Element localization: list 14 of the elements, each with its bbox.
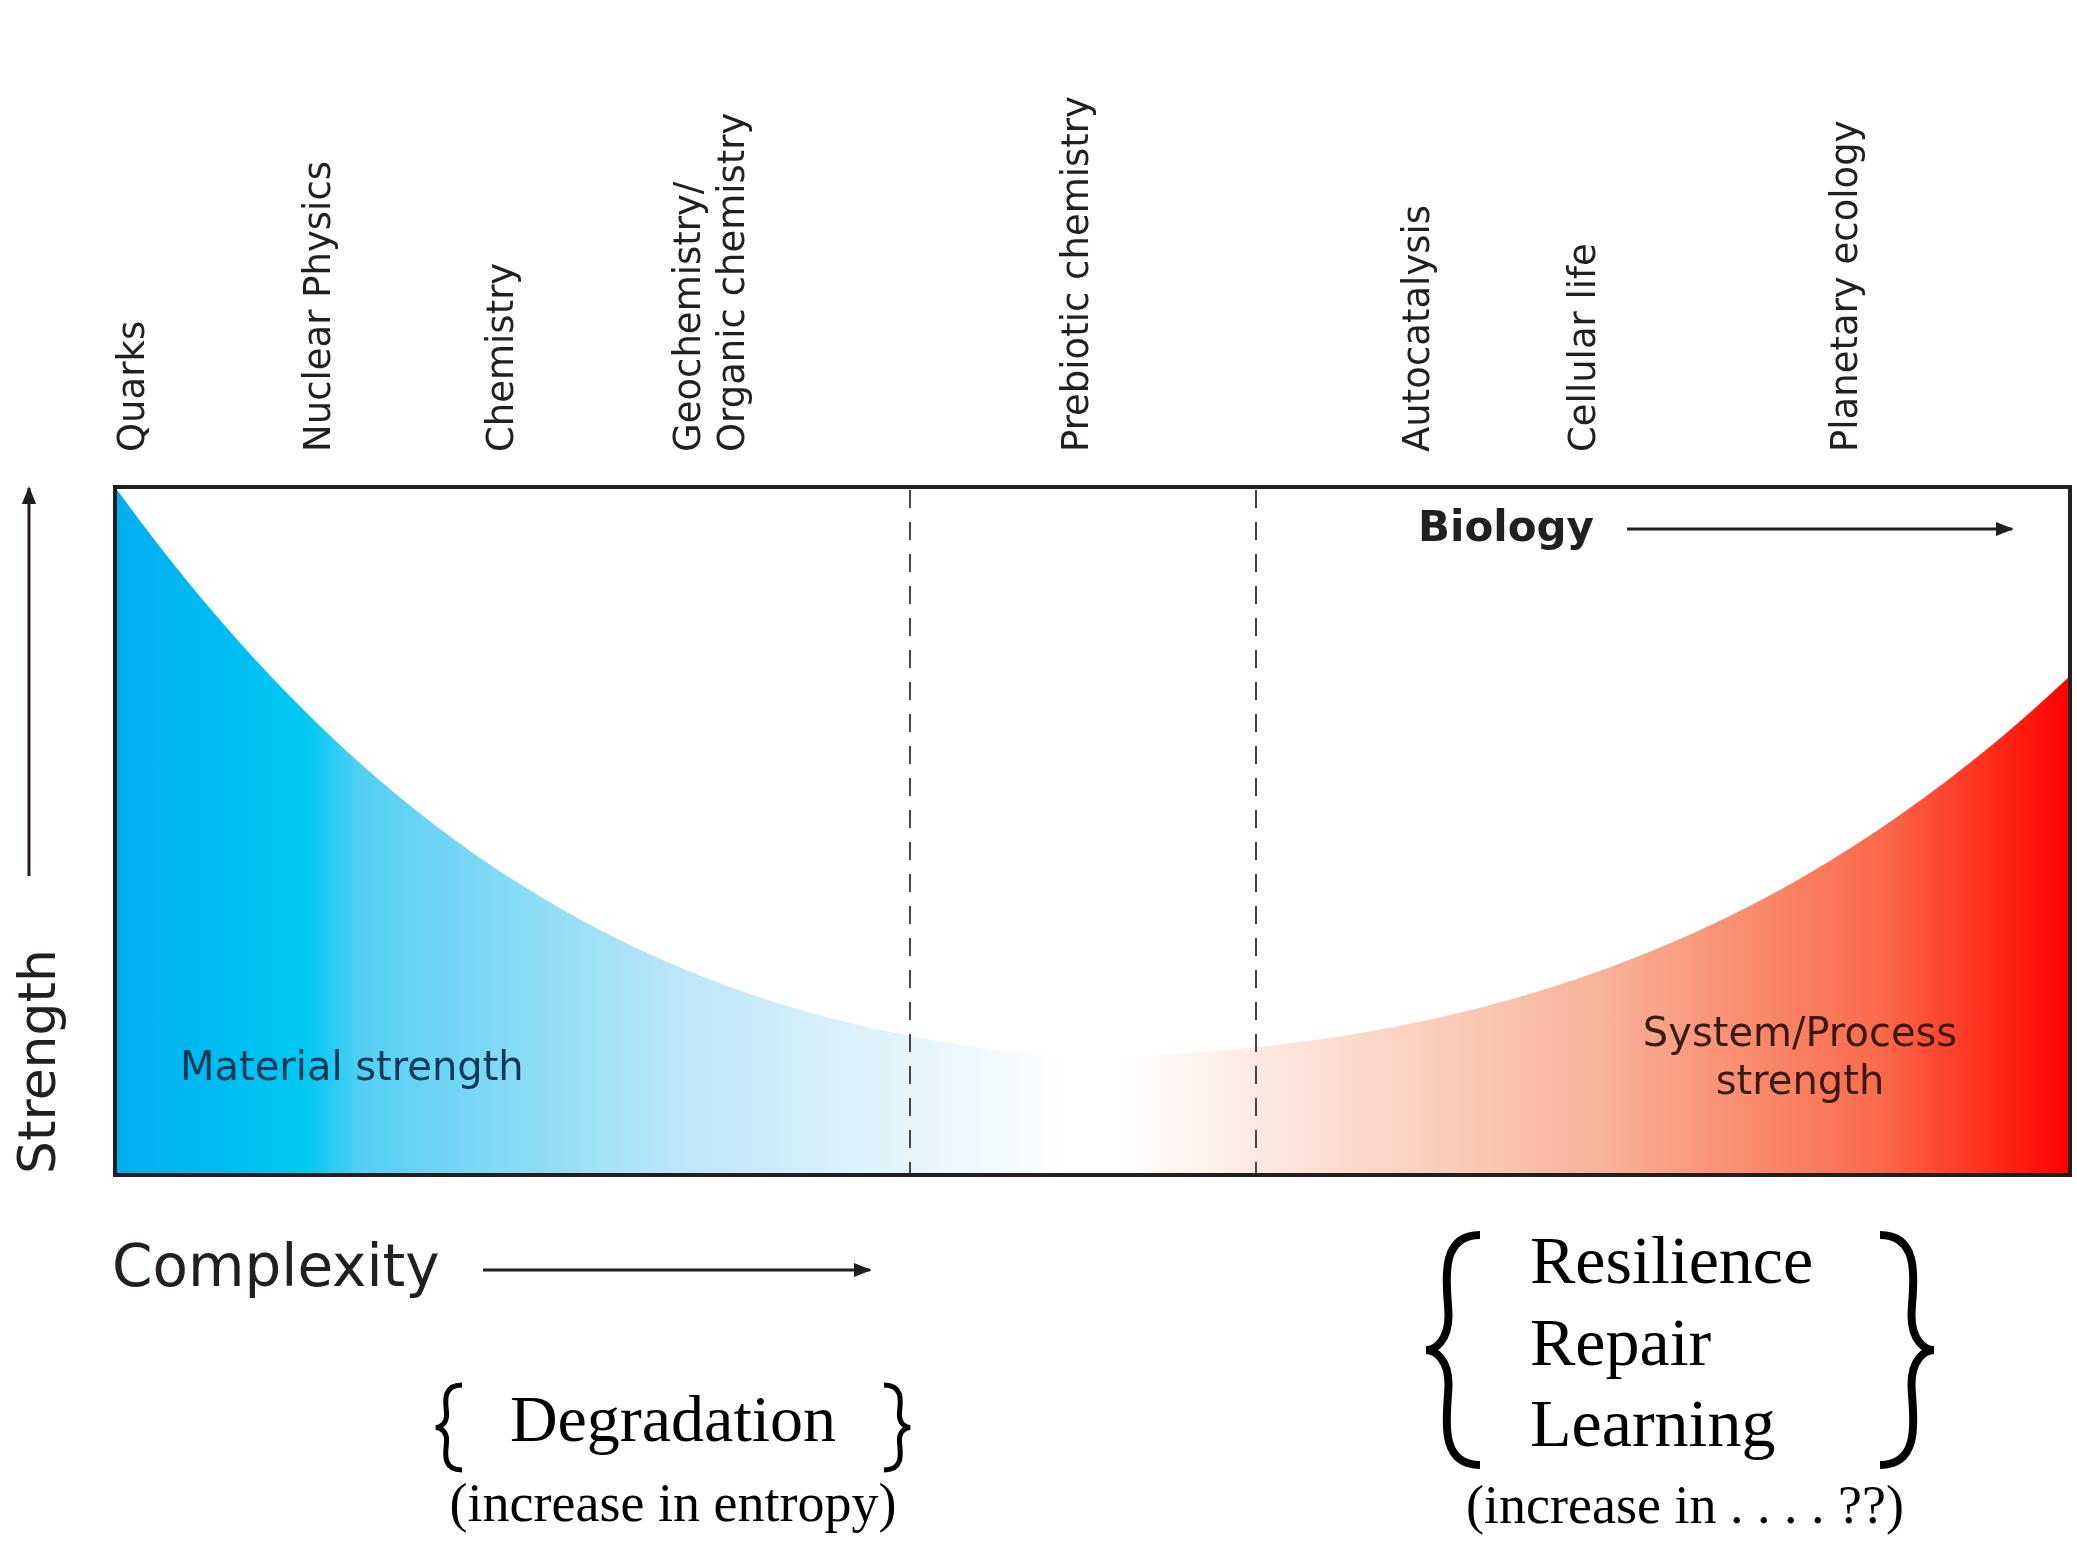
area-label: System/Process strength — [1641, 1008, 1959, 1104]
column-heading: Planetary ecology — [1822, 120, 1867, 452]
column-heading: Autocatalysis — [1394, 204, 1439, 452]
area-label: Material strength — [180, 1042, 524, 1090]
axis-label: Strength — [5, 949, 68, 1174]
column-heading: Prebiotic chemistry — [1053, 96, 1098, 452]
property-label: Resilience — [1530, 1226, 1814, 1294]
column-heading: Cellular life — [1560, 243, 1605, 452]
region-label: Biology — [1418, 502, 1594, 553]
axis-label: Complexity — [112, 1232, 440, 1302]
column-heading: Chemistry — [478, 262, 523, 452]
column-heading: Geochemistry/ Organic chemistry — [665, 111, 754, 452]
column-heading: Quarks — [109, 320, 154, 452]
column-heading: Nuclear Physics — [295, 161, 340, 452]
